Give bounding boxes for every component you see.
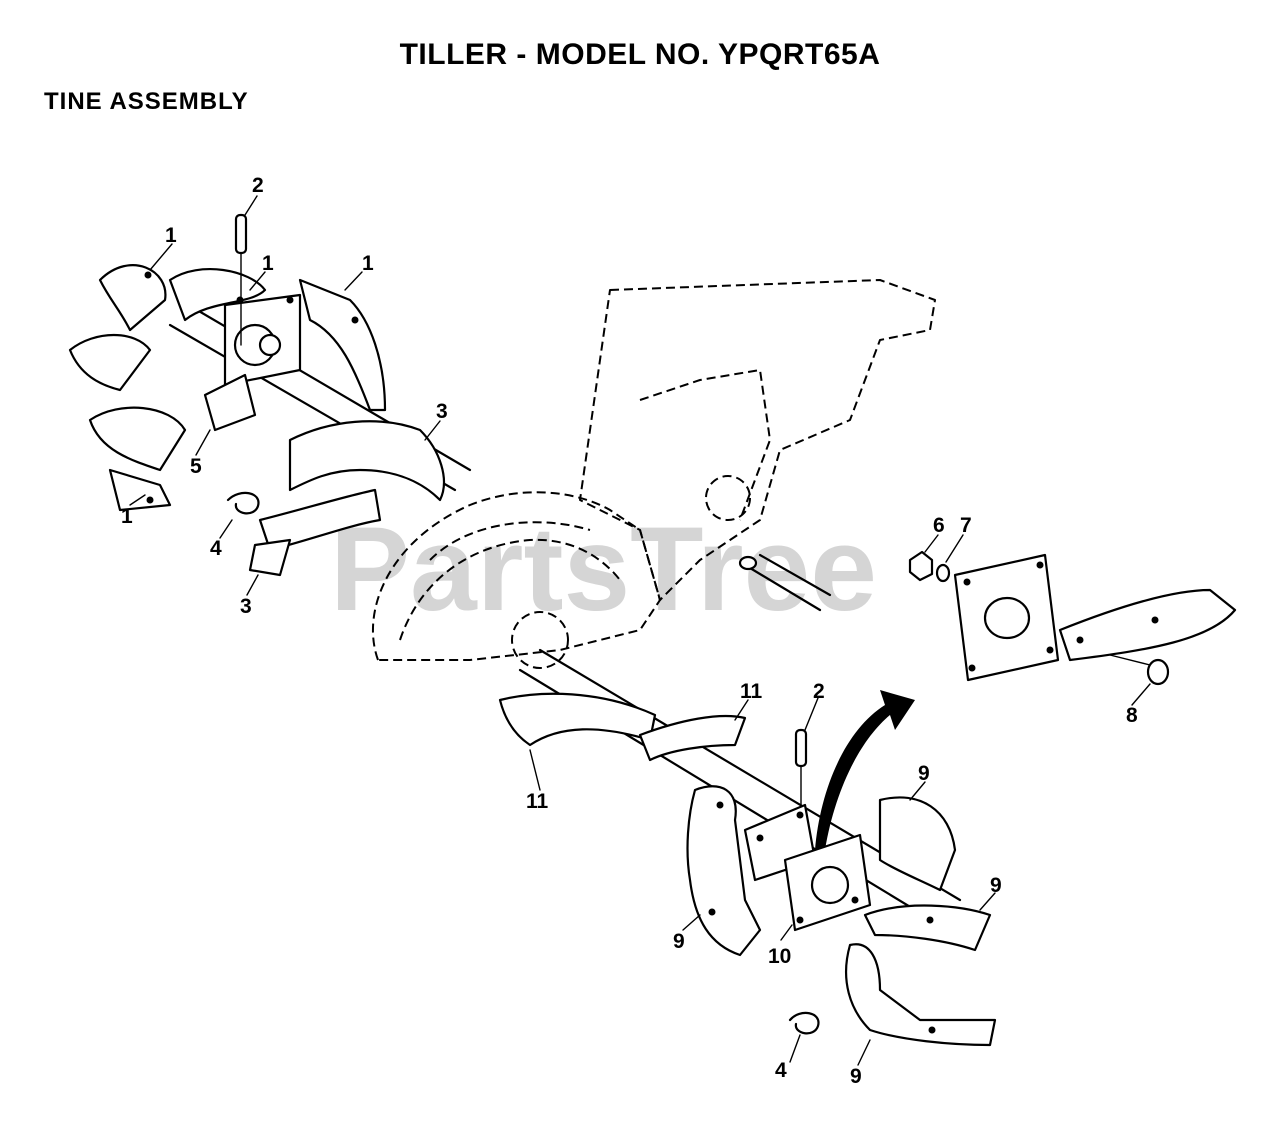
callout-1-top-middle: 1 <box>262 252 274 275</box>
callout-10: 10 <box>768 945 791 968</box>
callout-1-top-right: 1 <box>362 252 374 275</box>
callout-11-top: 11 <box>740 680 763 703</box>
callout-6: 6 <box>933 514 945 537</box>
callout-8: 8 <box>1126 704 1138 727</box>
page-title: TILLER - MODEL NO. YPQRT65A <box>399 38 881 71</box>
callout-4-bottom: 4 <box>775 1059 787 1082</box>
lower-tines <box>498 648 997 1047</box>
callout-5: 5 <box>190 455 202 478</box>
right-hardware <box>738 550 1237 686</box>
callout-3-bottom: 3 <box>240 595 252 618</box>
callout-11-bottom: 11 <box>526 790 549 813</box>
callout-2-bottom: 2 <box>813 680 825 703</box>
watermark: PartsTree <box>330 502 877 636</box>
callout-9-bottom: 9 <box>850 1065 862 1088</box>
leader-lines <box>129 195 1151 1066</box>
callout-2-top: 2 <box>252 174 264 197</box>
callout-1-top-left: 1 <box>165 224 177 247</box>
callout-9-upper-right: 9 <box>918 762 930 785</box>
upper-left-tines <box>68 213 472 577</box>
callout-1-bottom-left: 1 <box>121 505 133 528</box>
callout-4-top: 4 <box>210 537 222 560</box>
callout-3-right: 3 <box>436 400 448 423</box>
callout-9-middle-right: 9 <box>990 874 1002 897</box>
callout-9-left: 9 <box>673 930 685 953</box>
tiller-housing <box>371 279 936 669</box>
callout-7: 7 <box>960 514 972 537</box>
callout-labels: 1 1 1 1 2 2 3 3 4 4 5 6 7 8 9 9 9 9 10 1… <box>121 174 1138 1088</box>
section-title: TINE ASSEMBLY <box>44 88 249 115</box>
